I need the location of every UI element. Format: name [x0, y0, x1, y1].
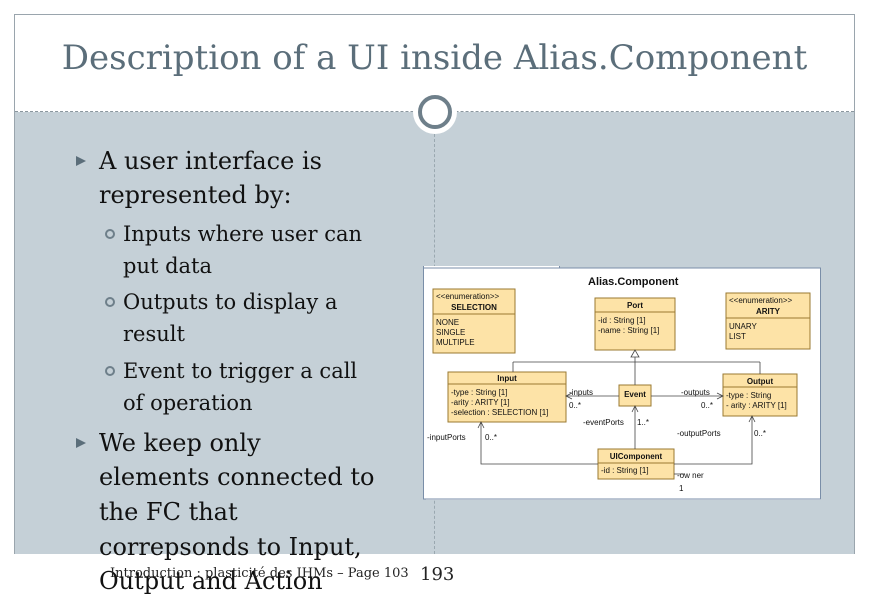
sub-bullet-1-line-2: put data — [123, 254, 213, 278]
class-event: Event — [618, 384, 652, 407]
svg-text:-outputs: -outputs — [681, 388, 710, 397]
svg-text:-id : String [1]: -id : String [1] — [598, 316, 646, 325]
svg-text:-name : String [1]: -name : String [1] — [598, 326, 659, 335]
svg-text:Input: Input — [497, 374, 517, 383]
sub-bullet-2-line-2: result — [123, 322, 185, 346]
svg-text:- arity : ARITY [1]: - arity : ARITY [1] — [726, 401, 787, 410]
sub-bullet-1-line-1: Inputs where user can — [123, 222, 362, 246]
svg-text:-selection : SELECTION [1]: -selection : SELECTION [1] — [451, 408, 548, 417]
svg-text:0..*: 0..* — [569, 401, 581, 410]
svg-text:MULTIPLE: MULTIPLE — [436, 338, 475, 347]
svg-text:Port: Port — [627, 301, 643, 310]
svg-text:<<enumeration>>: <<enumeration>> — [729, 296, 792, 305]
svg-text:0..*: 0..* — [701, 401, 713, 410]
svg-text:0..*: 0..* — [485, 433, 497, 442]
sub-bullet-circle-icon — [105, 229, 115, 239]
uml-connectors — [477, 349, 761, 475]
svg-text:1..*: 1..* — [637, 418, 649, 427]
bullet-2-line-3: the FC that — [99, 498, 238, 526]
sub-bullet-circle-icon — [105, 366, 115, 376]
svg-text:NONE: NONE — [436, 318, 459, 327]
bullet-2-line-5: Output and Action — [99, 567, 323, 595]
svg-text:-arity : ARITY [1]: -arity : ARITY [1] — [451, 398, 510, 407]
uml-class-diagram: Alias.Component <<enumeration>> SELECTIO… — [423, 266, 821, 500]
svg-text:<<enumeration>>: <<enumeration>> — [436, 292, 499, 301]
svg-text:Event: Event — [624, 390, 646, 399]
package-shadow — [426, 499, 821, 500]
svg-text:ARITY: ARITY — [756, 307, 781, 316]
svg-text:-id : String [1]: -id : String [1] — [601, 466, 649, 475]
svg-text:0..*: 0..* — [754, 429, 766, 438]
svg-text:-outputPorts: -outputPorts — [677, 429, 721, 438]
svg-text:1: 1 — [679, 484, 684, 493]
association-labels: -inputs 0..* -outputs 0..* -eventPorts 1… — [427, 388, 766, 493]
sub-bullet-3-line-2: of operation — [123, 391, 253, 415]
class-selection: <<enumeration>> SELECTION NONE SINGLE MU… — [432, 288, 516, 354]
svg-text:-inputPorts: -inputPorts — [427, 433, 466, 442]
svg-text:LIST: LIST — [729, 332, 746, 341]
slide-title: Description of a UI inside Alias.Compone… — [61, 38, 808, 78]
page-number: 193 — [420, 564, 455, 585]
slide-footer: Introduction : plasticité des IHMs – Pag… — [110, 566, 409, 581]
bullet-2-line-4: correpsonds to Input, — [99, 533, 362, 561]
svg-text:-ow ner: -ow ner — [677, 471, 704, 480]
class-port: Port -id : String [1] -name : String [1] — [594, 297, 676, 351]
class-arity: <<enumeration>> ARITY UNARY LIST — [725, 292, 811, 350]
bullet-1-line-2: represented by: — [99, 181, 292, 209]
svg-text:UIComponent: UIComponent — [610, 452, 663, 461]
svg-text:SINGLE: SINGLE — [436, 328, 465, 337]
svg-text:-type : String [1]: -type : String [1] — [451, 388, 507, 397]
sub-bullet-circle-icon — [105, 297, 115, 307]
class-output: Output -type : String - arity : ARITY [1… — [722, 373, 798, 417]
svg-text:-eventPorts: -eventPorts — [583, 418, 624, 427]
class-input: Input -type : String [1] -arity : ARITY … — [447, 371, 567, 423]
package-name: Alias.Component — [588, 276, 679, 288]
bullet-arrow-icon — [76, 438, 86, 448]
bullet-1-line-1: A user interface is — [99, 147, 322, 175]
ring-ornament-icon — [413, 90, 457, 134]
svg-text:UNARY: UNARY — [729, 322, 758, 331]
sub-bullet-2-line-1: Outputs to display a — [123, 290, 338, 314]
svg-text:-type : String: -type : String — [726, 391, 771, 400]
class-uicomponent: UIComponent -id : String [1] — [597, 448, 675, 480]
bullet-arrow-icon — [76, 156, 86, 166]
bullet-2-line-1: We keep only — [99, 429, 261, 457]
bullet-2-line-2: elements connected to — [99, 463, 375, 491]
svg-text:SELECTION: SELECTION — [451, 303, 497, 312]
svg-text:-inputs: -inputs — [569, 388, 593, 397]
svg-text:Output: Output — [747, 377, 774, 386]
sub-bullet-3-line-1: Event to trigger a call — [123, 359, 358, 383]
